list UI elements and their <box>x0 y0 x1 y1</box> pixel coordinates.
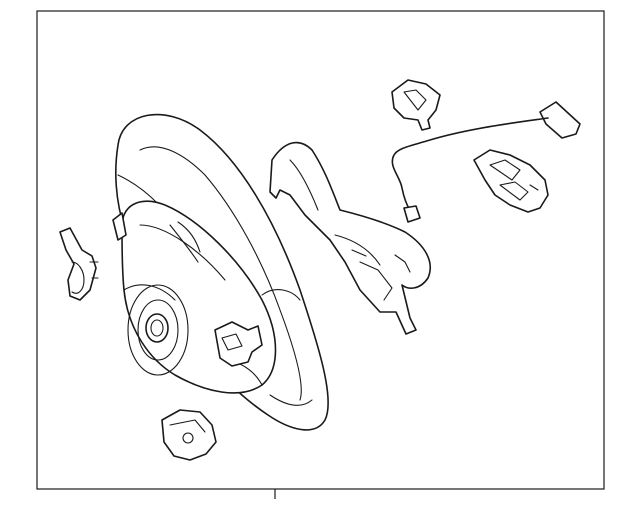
diagram-frame <box>36 10 605 490</box>
steering-wheel <box>112 200 277 394</box>
connector-clip <box>391 79 441 131</box>
wiring-harness <box>391 101 581 223</box>
switch-cluster <box>473 149 549 213</box>
clip-bottom <box>161 409 217 461</box>
trim-cover <box>269 141 431 335</box>
clip-left <box>59 227 99 301</box>
